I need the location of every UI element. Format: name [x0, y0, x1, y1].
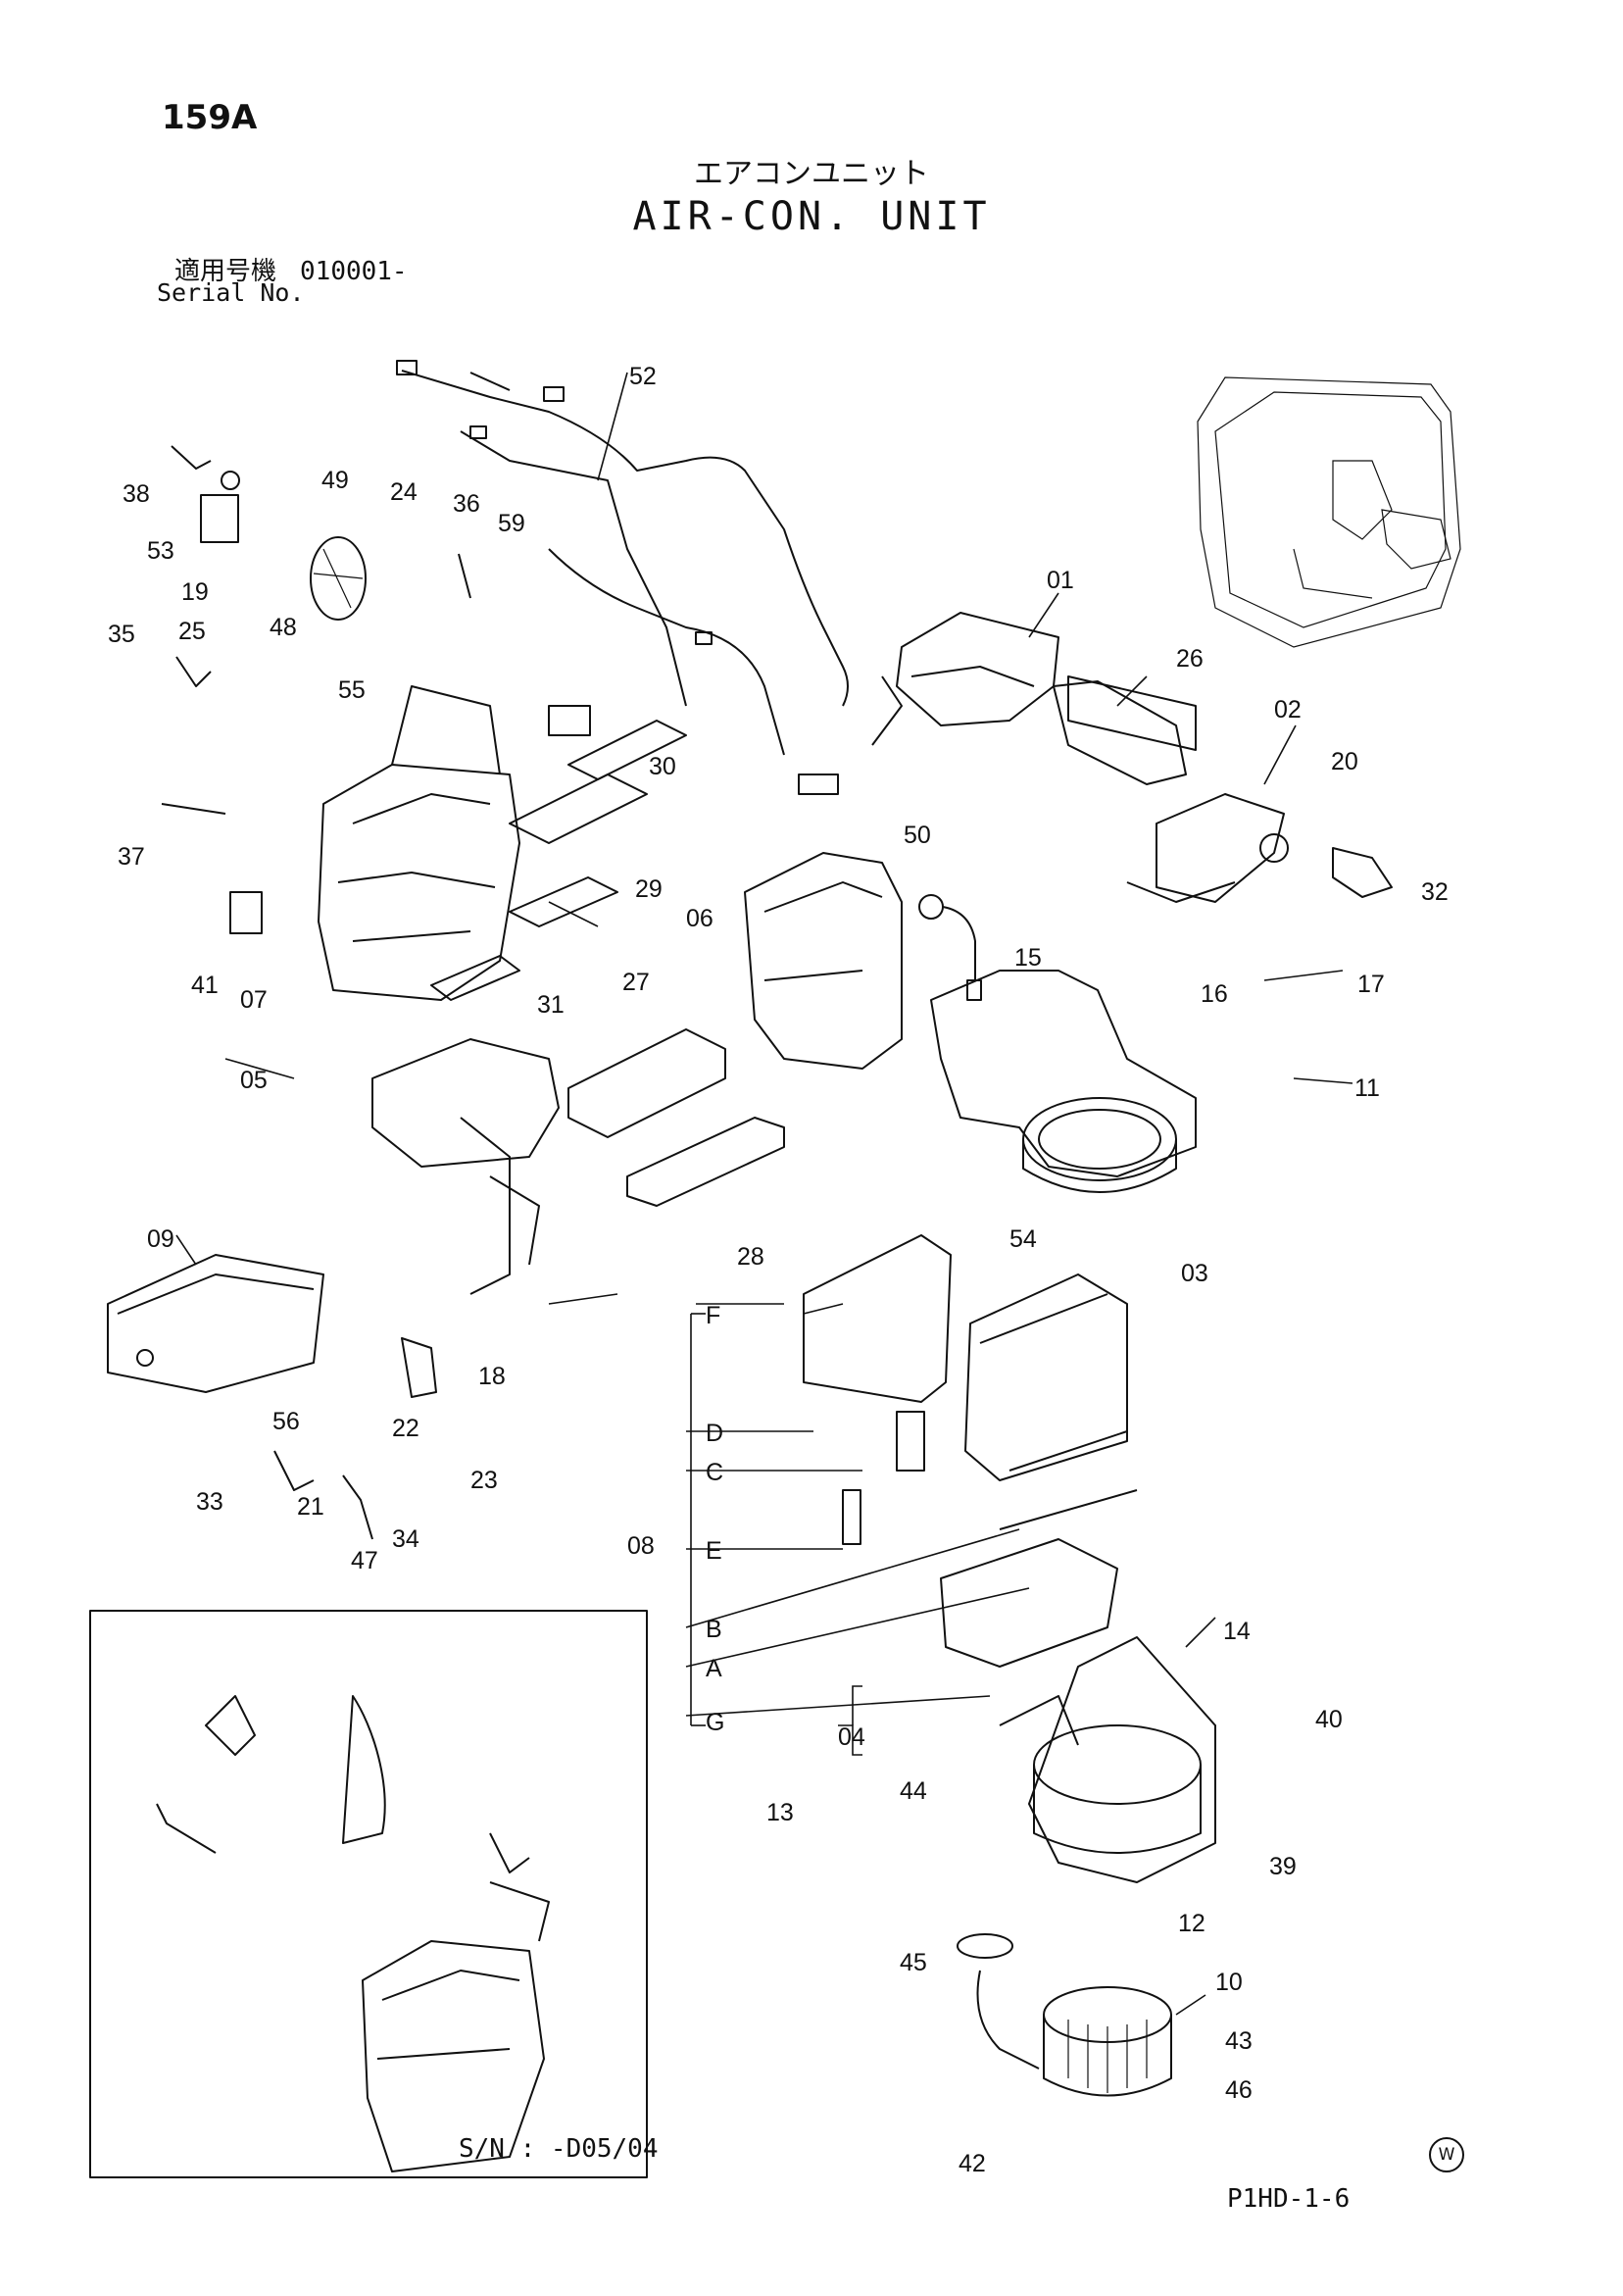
callout-38: 38	[123, 480, 150, 508]
callout-02: 02	[1274, 696, 1302, 724]
callout-21: 21	[297, 1493, 324, 1521]
callout-14: 14	[1223, 1618, 1251, 1645]
callout-13: 13	[766, 1799, 794, 1826]
callout-09: 09	[147, 1225, 174, 1253]
callout-26: 26	[1176, 645, 1204, 673]
callout-06: 06	[686, 905, 713, 932]
letter-F: F	[706, 1302, 720, 1329]
serial-label-en: Serial No.	[157, 278, 305, 307]
callout-53: 53	[147, 537, 174, 565]
duct-parts-01-02	[896, 612, 1393, 903]
callout-56: 56	[272, 1408, 300, 1435]
callout-39: 39	[1269, 1853, 1297, 1880]
callout-24: 24	[390, 478, 418, 506]
callout-30: 30	[649, 753, 676, 780]
callout-31: 31	[537, 991, 565, 1019]
callout-10: 10	[1215, 1969, 1243, 1996]
callout-01: 01	[1047, 567, 1074, 594]
callout-37: 37	[118, 843, 145, 871]
callout-08: 08	[627, 1532, 655, 1560]
inset-frame	[89, 1610, 648, 2178]
callout-17: 17	[1357, 971, 1385, 998]
callout-43: 43	[1225, 2027, 1253, 2055]
callout-28: 28	[737, 1243, 764, 1271]
callout-41: 41	[191, 972, 219, 999]
letter-E: E	[706, 1537, 722, 1565]
callout-03: 03	[1181, 1260, 1208, 1287]
heater-cores	[509, 675, 1197, 1207]
title-japanese: エアコンユニット	[694, 157, 929, 191]
callout-11: 11	[1354, 1074, 1380, 1102]
callout-45: 45	[900, 1949, 927, 1976]
callout-29: 29	[635, 875, 663, 903]
page-title: AIR-CON. UNIT	[632, 194, 991, 239]
letter-D: D	[706, 1420, 723, 1447]
group-letters: F D C E B A G	[706, 1302, 724, 1736]
doors	[430, 876, 618, 1001]
blower-case-04	[940, 1538, 1216, 1883]
callout-04: 04	[838, 1723, 865, 1751]
callout-35: 35	[108, 621, 135, 648]
callout-54: 54	[1009, 1225, 1037, 1253]
drawing-code: P1HD-1-6	[1227, 2184, 1351, 2214]
callout-42: 42	[959, 2150, 986, 2177]
page-number: 159A	[162, 98, 258, 137]
callout-36: 36	[453, 490, 480, 518]
callout-50: 50	[904, 822, 931, 849]
callout-18: 18	[478, 1363, 506, 1390]
circled-w-mark: W	[1429, 2137, 1464, 2172]
callout-22: 22	[392, 1415, 419, 1442]
callout-49: 49	[321, 467, 349, 494]
callout-34: 34	[392, 1525, 419, 1553]
callout-47: 47	[351, 1547, 378, 1574]
callout-05: 05	[240, 1067, 268, 1094]
wire-harness-52	[396, 360, 903, 795]
letter-C: C	[706, 1459, 723, 1486]
evaporator-group-08	[803, 1234, 1138, 1545]
serial-line-japanese: 適用号機 010001-	[174, 251, 408, 287]
callout-labels: 01 02 03 04 05 06 07 08 09 10 11 12 13 1…	[108, 363, 1449, 2177]
unit-housing-03	[930, 970, 1197, 1193]
inset-serial-note: S/N : -D05/04	[459, 2134, 659, 2164]
callout-19: 19	[181, 578, 209, 606]
callout-44: 44	[900, 1777, 927, 1805]
inset-assembly	[156, 1695, 550, 2172]
letter-B: B	[706, 1616, 722, 1643]
callout-20: 20	[1331, 748, 1358, 775]
case-06	[744, 852, 982, 1070]
serial-range: 010001-	[300, 257, 408, 286]
callout-16: 16	[1201, 980, 1228, 1008]
callout-40: 40	[1315, 1706, 1343, 1733]
evaporator-09	[107, 1254, 324, 1393]
callout-55: 55	[338, 676, 366, 704]
callout-48: 48	[270, 614, 297, 641]
upper-left-hardware	[161, 445, 591, 1540]
callout-59: 59	[498, 510, 525, 537]
case-05	[371, 1038, 560, 1295]
callout-15: 15	[1014, 944, 1042, 972]
callout-07: 07	[240, 986, 268, 1014]
callout-32: 32	[1421, 878, 1449, 906]
serial-label-jp: 適用号機	[174, 257, 277, 286]
callout-12: 12	[1178, 1910, 1205, 1937]
letter-G: G	[706, 1709, 724, 1736]
callout-27: 27	[622, 969, 650, 996]
callout-25: 25	[178, 618, 206, 645]
leader-lines	[175, 372, 1353, 2016]
callout-33: 33	[196, 1488, 223, 1516]
cab-illustration	[1197, 376, 1461, 648]
letter-A: A	[706, 1655, 722, 1682]
blower-motor-10	[957, 1933, 1172, 2097]
callout-23: 23	[470, 1467, 498, 1494]
case-07	[318, 685, 520, 1001]
callout-52: 52	[629, 363, 657, 390]
callout-46: 46	[1225, 2076, 1253, 2104]
